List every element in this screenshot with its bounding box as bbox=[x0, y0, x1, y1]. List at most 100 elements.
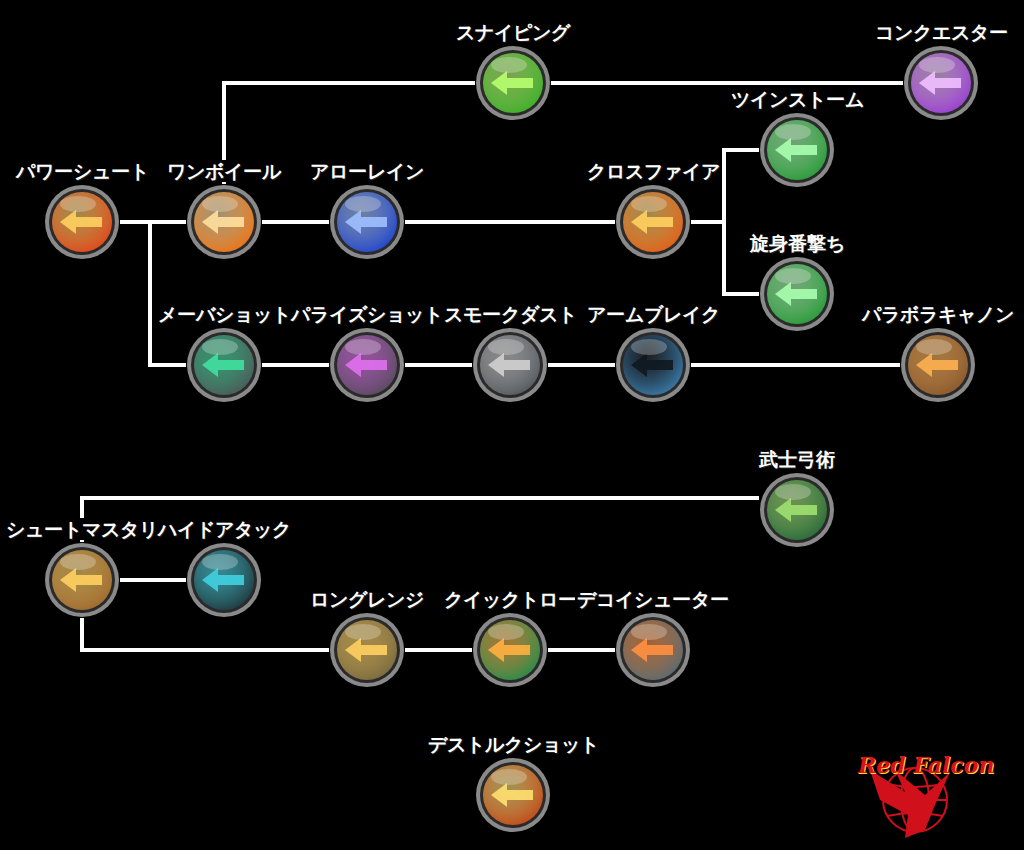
skill-name: パライズショット bbox=[289, 303, 445, 325]
icon-gloss bbox=[488, 624, 524, 640]
icon-face bbox=[480, 620, 540, 680]
icon-gloss bbox=[919, 57, 955, 73]
skill-name: ツインストーム bbox=[729, 88, 866, 110]
skill-icon-graphic bbox=[900, 327, 976, 403]
icon-gloss bbox=[916, 339, 952, 355]
skill-icon: メーバショット bbox=[186, 327, 262, 403]
icon-glyph bbox=[345, 638, 387, 662]
skill-icon: 武士弓術 bbox=[759, 472, 835, 548]
icon-rim bbox=[760, 257, 834, 331]
skill-icon-graphic bbox=[472, 327, 548, 403]
skill-name: スナイピング bbox=[454, 21, 572, 43]
icon-glyph bbox=[345, 353, 387, 377]
icon-glyph bbox=[491, 783, 533, 807]
icon-glyph bbox=[631, 638, 673, 662]
skill-name: クロスファイア bbox=[585, 160, 722, 182]
icon-gloss bbox=[202, 196, 238, 212]
icon-face bbox=[52, 192, 112, 252]
icon-face bbox=[483, 765, 543, 825]
icon-face bbox=[480, 335, 540, 395]
skill-icon-graphic bbox=[615, 327, 691, 403]
icon-gloss bbox=[202, 554, 238, 570]
skill-icon: アームブレイク bbox=[615, 327, 691, 403]
skill-icon-graphic bbox=[186, 184, 262, 260]
icon-rim bbox=[187, 185, 261, 259]
icon-gloss bbox=[775, 268, 811, 284]
skill-name: パワーシュート bbox=[14, 160, 151, 182]
skill-icon: ツインストーム bbox=[759, 112, 835, 188]
icon-gloss bbox=[631, 624, 667, 640]
icon-rim bbox=[330, 328, 404, 402]
skill-link bbox=[82, 618, 329, 650]
icon-rim-inner bbox=[908, 50, 974, 116]
icon-face bbox=[194, 550, 254, 610]
icon-face bbox=[767, 120, 827, 180]
icon-rim-inner bbox=[334, 189, 400, 255]
skill-link bbox=[551, 81, 903, 85]
icon-rim bbox=[760, 473, 834, 547]
icon-rim-inner bbox=[620, 617, 686, 683]
icon-glyph bbox=[919, 71, 961, 95]
icon-rim bbox=[476, 46, 550, 120]
icon-glyph bbox=[202, 568, 244, 592]
skill-link bbox=[548, 648, 615, 652]
icon-gloss bbox=[345, 624, 381, 640]
skill-icon: クイックトロー bbox=[472, 612, 548, 688]
icon-rim-inner bbox=[764, 477, 830, 543]
skill-icon: パワーシュート bbox=[44, 184, 120, 260]
icon-rim-inner bbox=[477, 332, 543, 398]
skill-icon: デストルクショット bbox=[475, 757, 551, 833]
skill-name: メーバショット bbox=[156, 303, 293, 325]
icon-gloss bbox=[491, 769, 527, 785]
icon-glyph bbox=[488, 353, 530, 377]
icon-glyph bbox=[202, 210, 244, 234]
icon-face bbox=[337, 335, 397, 395]
skill-name: 旋身番撃ち bbox=[748, 232, 847, 254]
skill-name: クイックトロー bbox=[442, 588, 579, 610]
icon-rim-inner bbox=[764, 261, 830, 327]
icon-glyph bbox=[491, 71, 533, 95]
icon-glyph bbox=[916, 353, 958, 377]
icon-rim bbox=[760, 113, 834, 187]
skill-link bbox=[405, 220, 615, 224]
icon-rim-inner bbox=[477, 617, 543, 683]
skill-icon: ハイドアタック bbox=[186, 542, 262, 618]
icon-gloss bbox=[491, 57, 527, 73]
icon-rim-inner bbox=[620, 189, 686, 255]
icon-gloss bbox=[60, 554, 96, 570]
icon-face bbox=[767, 264, 827, 324]
skill-icon: クロスファイア bbox=[615, 184, 691, 260]
watermark-text: Red Falcon bbox=[858, 752, 994, 778]
skill-icon-graphic bbox=[475, 45, 551, 121]
skill-icon-graphic bbox=[186, 542, 262, 618]
skill-name: ハイドアタック bbox=[156, 518, 293, 540]
icon-face bbox=[52, 550, 112, 610]
icon-glyph bbox=[775, 282, 817, 306]
icon-face bbox=[767, 480, 827, 540]
skill-icon: コンクエスター bbox=[903, 45, 979, 121]
skill-name: スモークダスト bbox=[442, 303, 579, 325]
icon-gloss bbox=[488, 339, 524, 355]
icon-glyph bbox=[775, 138, 817, 162]
skill-icon-graphic bbox=[759, 256, 835, 332]
skill-name: ワンボイール bbox=[165, 160, 283, 182]
icon-rim-inner bbox=[191, 189, 257, 255]
skill-name: シュートマスタリ bbox=[4, 518, 160, 540]
skill-icon: スモークダスト bbox=[472, 327, 548, 403]
skill-name: アームブレイク bbox=[585, 303, 722, 325]
skill-icon-graphic bbox=[44, 542, 120, 618]
icon-face bbox=[337, 192, 397, 252]
skill-icon-graphic bbox=[329, 184, 405, 260]
icon-glyph bbox=[60, 210, 102, 234]
skill-link bbox=[120, 222, 186, 365]
icon-gloss bbox=[631, 339, 667, 355]
icon-rim-inner bbox=[905, 332, 971, 398]
skill-icon: スナイピング bbox=[475, 45, 551, 121]
skill-icon-graphic bbox=[329, 327, 405, 403]
icon-gloss bbox=[345, 339, 381, 355]
skill-icon-graphic bbox=[615, 612, 691, 688]
skill-name: 武士弓術 bbox=[757, 448, 837, 470]
icon-rim bbox=[904, 46, 978, 120]
